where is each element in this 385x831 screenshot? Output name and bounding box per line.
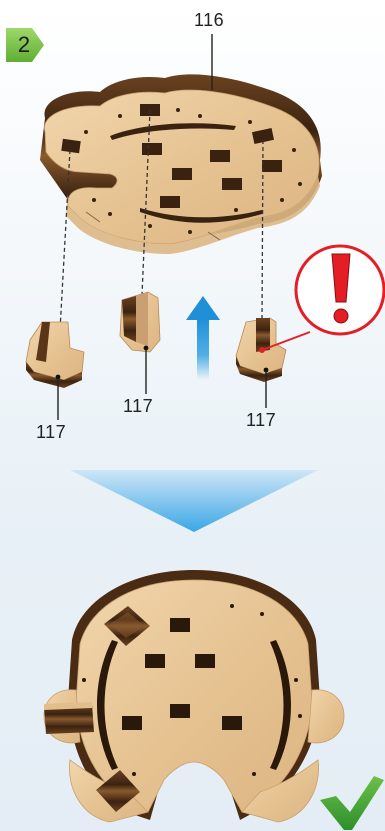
label-117-right: 117 bbox=[246, 410, 276, 431]
top-plate-116 bbox=[40, 74, 322, 254]
up-arrow-icon bbox=[186, 296, 220, 380]
attached-leg-left bbox=[44, 702, 94, 734]
warning-pointer-dot bbox=[259, 347, 265, 353]
check-mark-icon bbox=[320, 776, 384, 830]
label-116: 116 bbox=[194, 10, 224, 31]
label-117-left: 117 bbox=[36, 422, 66, 443]
assembled-plate bbox=[44, 570, 344, 822]
leg-117-middle bbox=[120, 292, 160, 352]
down-chevron-icon bbox=[70, 470, 318, 532]
label-117-middle: 117 bbox=[123, 396, 153, 417]
exclamation-icon bbox=[296, 246, 384, 334]
leg-117-left bbox=[26, 322, 84, 388]
